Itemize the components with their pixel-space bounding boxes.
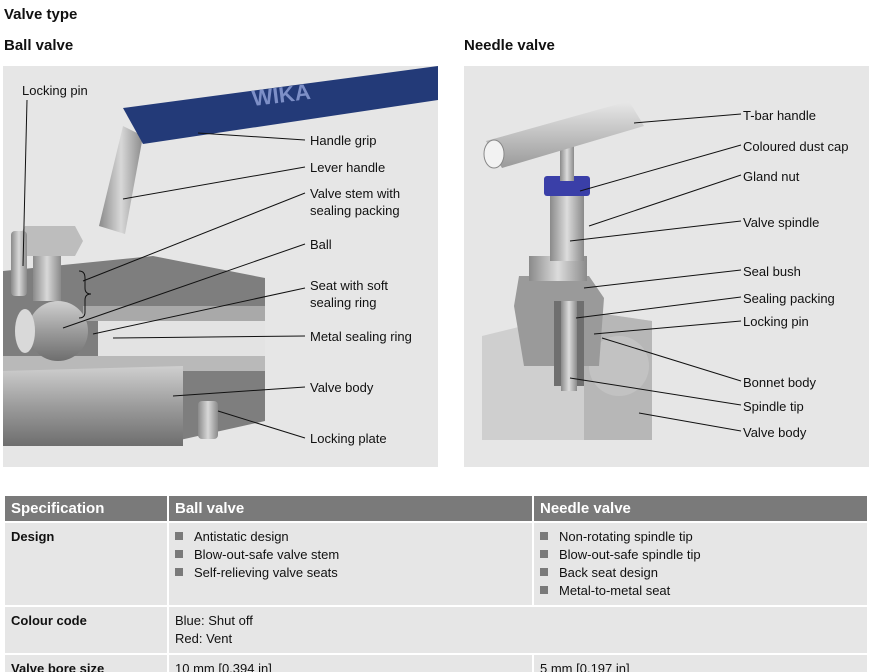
colour-shut-off: Blue: Shut off	[175, 613, 253, 628]
callout-valve-body: Valve body	[310, 380, 374, 395]
bore-size-needle: 5 mm [0.197 in]	[534, 655, 867, 672]
bullet-square-icon	[540, 550, 548, 558]
callout-locking-pin-needle: Locking pin	[743, 314, 809, 329]
list-item: Back seat design	[540, 564, 861, 582]
table-row-design: Design Antistatic design Blow-out-safe v…	[5, 523, 867, 605]
callout-locking-pin: Locking pin	[22, 83, 88, 98]
table-row-colour-code: Colour code Blue: Shut off Red: Vent	[5, 607, 867, 653]
list-item: Metal-to-metal seat	[540, 582, 861, 600]
needle-valve-drawing	[482, 101, 742, 440]
header-ball-valve: Ball valve	[169, 496, 532, 521]
colour-vent: Red: Vent	[175, 631, 233, 646]
callout-spindle-tip: Spindle tip	[743, 399, 804, 414]
header-specification: Specification	[5, 496, 167, 521]
callout-bonnet-body: Bonnet body	[743, 375, 817, 390]
specification-table: Specification Ball valve Needle valve De…	[3, 494, 869, 672]
callout-seal-bush: Seal bush	[743, 264, 801, 279]
needle-valve-illustration: T-bar handle Coloured dust cap Gland nut…	[464, 66, 869, 467]
bore-size-label: Valve bore size	[5, 655, 167, 672]
callout-seat-line2: sealing ring	[310, 295, 377, 310]
design-needle-cell: Non-rotating spindle tip Blow-out-safe s…	[534, 523, 867, 605]
design-ball-cell: Antistatic design Blow-out-safe valve st…	[169, 523, 532, 605]
list-item: Non-rotating spindle tip	[540, 528, 861, 546]
callout-locking-plate: Locking plate	[310, 431, 387, 446]
callout-valve-spindle: Valve spindle	[743, 215, 820, 230]
table-header-row: Specification Ball valve Needle valve	[5, 496, 867, 521]
list-item: Blow-out-safe spindle tip	[540, 546, 861, 564]
bullet-square-icon	[175, 532, 183, 540]
bullet-square-icon	[540, 568, 548, 576]
colour-code-cell: Blue: Shut off Red: Vent	[169, 607, 867, 653]
needle-valve-heading: Needle valve	[464, 37, 555, 54]
callout-valve-body-needle: Valve body	[743, 425, 807, 440]
header-needle-valve: Needle valve	[534, 496, 867, 521]
callout-sealing-packing: Sealing packing	[743, 291, 835, 306]
table-row-bore-size: Valve bore size 10 mm [0.394 in] 5 mm [0…	[5, 655, 867, 672]
bullet-square-icon	[540, 586, 548, 594]
bore-size-ball: 10 mm [0.394 in]	[169, 655, 532, 672]
callout-gland-nut: Gland nut	[743, 169, 800, 184]
ball-valve-drawing: WIKA	[3, 66, 438, 446]
ball-valve-heading: Ball valve	[4, 37, 74, 54]
callout-handle-grip: Handle grip	[310, 133, 377, 148]
list-item: Blow-out-safe valve stem	[175, 546, 526, 564]
callout-coloured-dust-cap: Coloured dust cap	[743, 139, 849, 154]
callout-lever-handle: Lever handle	[310, 160, 386, 175]
section-title: Valve type	[4, 6, 78, 23]
colour-code-label: Colour code	[5, 607, 167, 653]
ball-valve-illustration: WIKA Locking pin Handle grip Lever handl…	[3, 66, 438, 467]
bullet-square-icon	[175, 550, 183, 558]
callout-tbar-handle: T-bar handle	[743, 108, 816, 123]
bullet-square-icon	[540, 532, 548, 540]
callout-valve-stem-line1: Valve stem with	[310, 186, 401, 201]
callout-valve-stem-line2: sealing packing	[310, 203, 400, 218]
list-item: Self-relieving valve seats	[175, 564, 526, 582]
design-label: Design	[5, 523, 167, 605]
callout-seat-line1: Seat with soft	[310, 278, 389, 293]
callout-metal-sealing-ring: Metal sealing ring	[310, 329, 412, 344]
bullet-square-icon	[175, 568, 183, 576]
list-item: Antistatic design	[175, 528, 526, 546]
callout-ball: Ball	[310, 237, 332, 252]
